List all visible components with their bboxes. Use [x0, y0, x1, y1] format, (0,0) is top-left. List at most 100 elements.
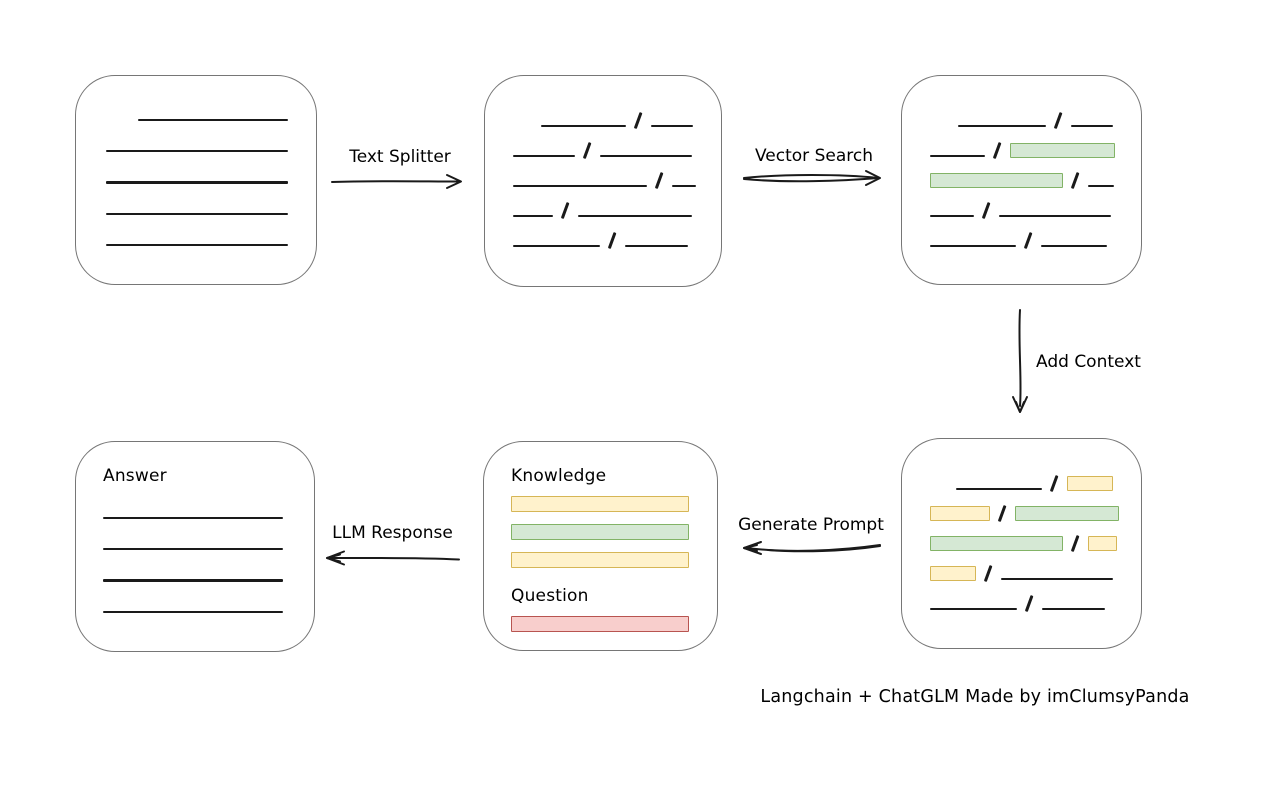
- green-chunk-bar: [930, 173, 1063, 188]
- chunk-separator-slash: [1049, 475, 1059, 492]
- llm-response-arrow-icon: [326, 550, 460, 566]
- add-context-label: Add Context: [1036, 352, 1141, 372]
- text-line: [930, 244, 1016, 247]
- generate-prompt-arrow-icon: [743, 541, 881, 555]
- text-line: [103, 579, 283, 582]
- context-chunk-lines: [930, 473, 1119, 612]
- add-context-arrow-icon: [1012, 309, 1028, 413]
- generate-prompt-label: Generate Prompt: [738, 515, 884, 535]
- text-line: [956, 487, 1042, 490]
- green-chunk-bar: [511, 524, 689, 540]
- yellow-chunk-bar: [930, 566, 976, 581]
- text-line: [577, 214, 692, 217]
- chunk-row: [930, 533, 1117, 552]
- text-line: [599, 154, 692, 157]
- answer-lines: [103, 517, 287, 614]
- text-splitter-label: Text Splitter: [349, 147, 451, 167]
- llm-response-label: LLM Response: [332, 523, 453, 543]
- context-chunks-box: [901, 438, 1142, 649]
- text-line: [958, 124, 1046, 127]
- indent-space: [930, 490, 956, 491]
- text-line: [106, 243, 288, 246]
- chunk-row: [511, 615, 690, 632]
- split-chunks-box: [484, 75, 722, 287]
- chunk-row: [103, 517, 287, 520]
- text-line: [106, 212, 288, 215]
- chunk-row: [513, 140, 693, 159]
- knowledge-label: Knowledge: [511, 466, 607, 486]
- chunk-row: [930, 200, 1113, 219]
- matched-chunks-box: [901, 75, 1142, 285]
- text-line: [103, 548, 283, 551]
- text-line: [671, 184, 696, 187]
- text-line: [513, 244, 600, 247]
- chunk-row: [106, 243, 288, 247]
- chunk-separator-slash: [997, 505, 1007, 522]
- indent-space: [106, 121, 138, 122]
- text-line: [930, 607, 1017, 610]
- question-label: Question: [511, 586, 589, 606]
- text-line: [103, 610, 283, 613]
- source-document-box: [75, 75, 317, 285]
- diagram-caption: Langchain + ChatGLM Made by imClumsyPand…: [760, 687, 1190, 707]
- knowledge-bars: [511, 495, 690, 568]
- chunk-separator-slash: [560, 202, 570, 219]
- chunk-row: [513, 110, 693, 129]
- question-bar: [511, 615, 690, 632]
- chunk-row: [511, 495, 690, 512]
- chunk-row: [513, 230, 693, 249]
- chunk-row: [513, 200, 693, 219]
- yellow-chunk-bar: [1087, 536, 1117, 551]
- answer-label: Answer: [103, 466, 167, 486]
- vector-search-arrow-icon: [743, 170, 881, 186]
- text-line: [1070, 124, 1113, 127]
- text-line: [624, 244, 688, 247]
- chunk-lines: [513, 110, 696, 249]
- chunk-separator-slash: [1053, 112, 1063, 129]
- chunk-separator-slash: [633, 112, 643, 129]
- text-line: [541, 124, 626, 127]
- chunk-row: [106, 119, 288, 122]
- chunk-row: [513, 170, 696, 189]
- document-lines: [106, 119, 288, 247]
- vector-search-label: Vector Search: [755, 146, 873, 166]
- chunk-row: [930, 563, 1113, 582]
- chunk-row: [930, 473, 1113, 492]
- chunk-separator-slash: [607, 232, 617, 249]
- chunk-separator-slash: [1023, 232, 1033, 249]
- yellow-chunk-bar: [511, 552, 689, 568]
- chunk-row: [511, 523, 690, 540]
- text-line: [1087, 184, 1114, 187]
- chunk-row: [930, 503, 1119, 522]
- text-line: [1041, 607, 1105, 610]
- chunk-row: [930, 110, 1113, 129]
- chunk-row: [930, 170, 1114, 189]
- text-line: [513, 214, 553, 217]
- matched-chunk-lines: [930, 110, 1115, 249]
- chunk-separator-slash: [582, 142, 592, 159]
- chunk-separator-slash: [983, 565, 993, 582]
- text-line: [1000, 577, 1113, 580]
- text-line: [513, 154, 575, 157]
- text-line: [1040, 244, 1107, 247]
- chunk-row: [103, 548, 287, 551]
- chunk-separator-slash: [1070, 535, 1080, 552]
- indent-space: [513, 127, 541, 128]
- text-line: [930, 154, 985, 157]
- yellow-chunk-bar: [930, 506, 990, 521]
- yellow-chunk-bar: [1066, 476, 1113, 491]
- chunk-row: [930, 230, 1113, 249]
- text-line: [106, 150, 288, 153]
- text-line: [650, 124, 693, 127]
- answer-box: Answer: [75, 441, 315, 652]
- red-chunk-bar: [511, 616, 689, 632]
- chunk-row: [930, 593, 1113, 612]
- green-chunk-bar: [1014, 506, 1119, 521]
- chunk-separator-slash: [992, 142, 1002, 159]
- text-line: [138, 119, 288, 122]
- chunk-row: [106, 212, 288, 216]
- yellow-chunk-bar: [511, 496, 689, 512]
- green-chunk-bar: [1009, 143, 1115, 158]
- chunk-row: [103, 610, 287, 614]
